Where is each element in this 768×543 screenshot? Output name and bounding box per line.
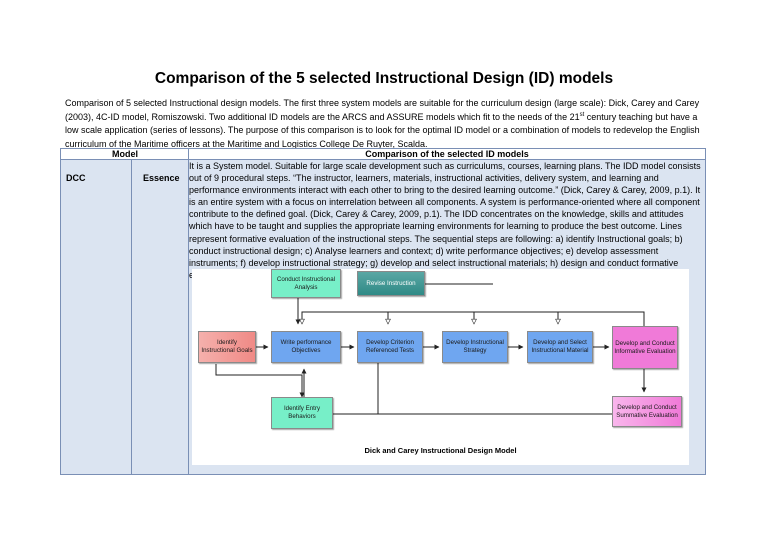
- node-instructional-material: Develop and Select Instructional Materia…: [527, 331, 593, 363]
- header-comparison: Comparison of the selected ID models: [365, 149, 529, 159]
- node-conduct-analysis: Conduct Instructional Analysis: [271, 269, 341, 298]
- node-instructional-strategy: Develop Instructional Strategy: [442, 331, 508, 363]
- column-divider: [131, 160, 132, 474]
- node-summative-evaluation: Develop and Conduct Summative Evaluation: [612, 396, 682, 427]
- header-model: Model: [112, 149, 138, 159]
- aspect-label: Essence: [143, 173, 180, 183]
- intro-text-1: Comparison of 5 selected Instructional d…: [65, 98, 700, 122]
- node-entry-behaviors: Identify Entry Behaviors: [271, 397, 333, 429]
- diagram-caption: Dick and Carey Instructional Design Mode…: [364, 446, 517, 455]
- node-write-objectives: Write performance Objectives: [271, 331, 341, 363]
- node-identify-goals: Identify Instructional Goals: [198, 331, 256, 363]
- node-criterion-tests: Develop Criterion Referenced Tests: [357, 331, 423, 363]
- intro-text-2: century teaching but have a low scale ap…: [65, 111, 700, 150]
- node-formative-evaluation: Develop and Conduct Informative Evaluati…: [612, 326, 678, 369]
- intro-paragraph: Comparison of 5 selected Instructional d…: [65, 97, 705, 152]
- dick-carey-diagram: Conduct Instructional Analysis Revise In…: [192, 269, 689, 465]
- header-divider: [61, 159, 705, 160]
- comparison-table: Model Comparison of the selected ID mode…: [60, 148, 706, 475]
- model-cell: [61, 160, 131, 474]
- node-revise-instruction: Revise Instruction: [357, 271, 425, 296]
- intro-superscript: st: [579, 111, 585, 118]
- essence-description: It is a System model. Suitable for large…: [189, 161, 701, 280]
- column-divider: [188, 149, 189, 474]
- model-name: DCC: [66, 173, 86, 183]
- document-title: Comparison of the 5 selected Instruction…: [154, 70, 614, 87]
- aspect-cell: [132, 160, 188, 474]
